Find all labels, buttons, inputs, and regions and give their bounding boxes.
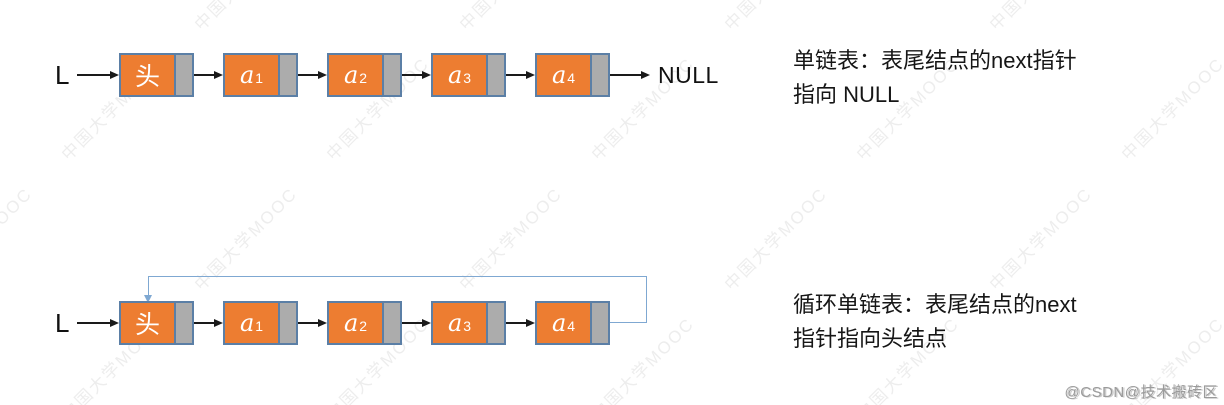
watermark-text: 中国大学MOOC [1117,54,1224,165]
watermark-text: 中国大学MOOC [982,0,1096,35]
next-arrow-icon [402,318,431,328]
caption-line: 指针指向头结点 [793,326,948,351]
watermark-text: 中国大学MOOC [455,184,567,295]
loop-line-bottom [610,322,647,323]
next-arrow-icon [194,318,223,328]
watermark-text: 中国大学MOOC [0,184,37,295]
circular-list-caption: 循环单链表：表尾结点的next 指针指向头结点 [793,288,1077,356]
next-arrow-icon [402,70,431,80]
list-node: 头 [119,301,194,345]
list-pointer-label: L [55,308,70,338]
watermark-text: 中国大学MOOC [452,0,566,35]
list-pointer-label: L [55,60,70,90]
node-pointer-cell [174,303,192,343]
node-pointer-cell [174,55,192,95]
caption-line: 指向 NULL [793,82,900,107]
head-pointer-arrow-icon [77,70,119,80]
singly-list-caption: 单链表：表尾结点的next指针 指向 NULL [793,44,1077,112]
node-pointer-cell [486,55,504,95]
node-pointer-cell [590,55,608,95]
node-pointer-cell [278,303,296,343]
null-label: NULL [658,61,719,88]
loop-line-right [646,276,647,323]
loop-line-top [148,276,646,277]
node-pointer-cell [278,55,296,95]
watermark-text: 中国大学MOOC [187,0,301,35]
node-data-cell: 头 [134,310,160,339]
node-pointer-cell [382,303,400,343]
watermark-text: 中国大学MOOC [985,184,1097,295]
caption-line: 循环单链表：表尾结点的next [793,292,1077,317]
node-pointer-cell [382,55,400,95]
node-pointer-cell [486,303,504,343]
list-node: 头 [119,53,194,97]
caption-line: 单链表：表尾结点的next指针 [793,48,1077,73]
next-arrow-icon [194,70,223,80]
next-arrow-icon [298,70,327,80]
head-pointer-arrow-icon [77,318,119,328]
credit-watermark: @CSDN@技术搬砖区 [1064,384,1218,401]
loop-arrowhead-icon [143,295,152,303]
watermark-text: 中国大学MOOC [190,184,302,295]
next-arrow-icon [298,318,327,328]
watermark-text: 中国大学MOOC [720,184,832,295]
watermark-text: 中国大学MOOC [717,0,831,35]
loop-line-drop [147,277,149,296]
node-data-cell: 头 [134,62,160,91]
watermark-text: 中国大学MOOC [0,0,37,35]
next-arrow-icon [506,318,535,328]
node-pointer-cell [590,303,608,343]
null-arrow-icon [610,70,650,80]
next-arrow-icon [506,70,535,80]
